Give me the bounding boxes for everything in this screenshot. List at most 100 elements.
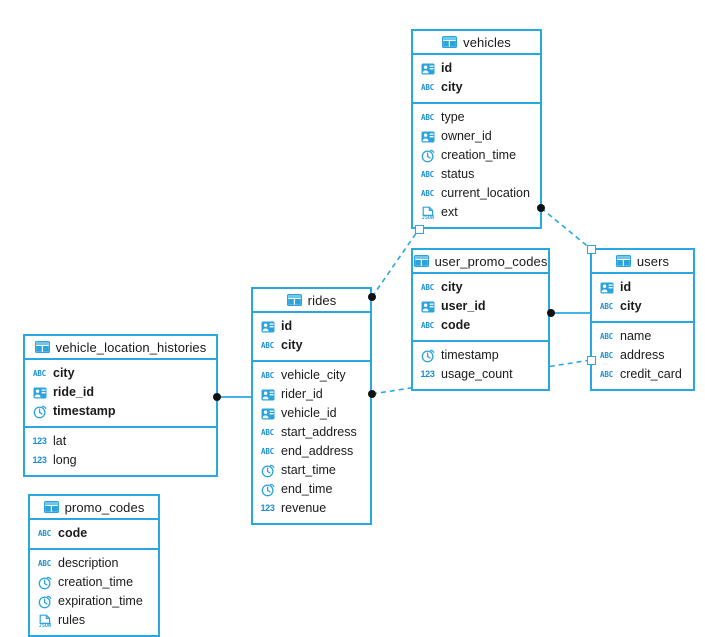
primary-key-card-icon — [260, 320, 275, 334]
abc-string-icon: ABC — [600, 331, 613, 341]
key-field-id[interactable]: id — [253, 317, 370, 336]
field-rules[interactable]: JSON rules — [30, 611, 158, 630]
key-field-ride_id[interactable]: ride_id — [25, 383, 216, 402]
key-field-id[interactable]: id — [592, 278, 693, 297]
abc-string-icon: ABC — [261, 427, 274, 437]
field-label: expiration_time — [58, 594, 143, 608]
primary-key-card-icon — [420, 130, 435, 144]
clock-timestamp-icon — [37, 595, 52, 609]
field-revenue[interactable]: 123 revenue — [253, 499, 370, 518]
table-grid-icon — [615, 254, 631, 268]
field-timestamp[interactable]: timestamp — [413, 346, 548, 365]
123-number-icon: 123 — [260, 503, 275, 513]
clock-timestamp-icon — [37, 576, 52, 590]
relationship-target-square-marker — [414, 224, 424, 234]
primary-key-card-icon — [260, 407, 275, 421]
abc-string-icon: ABC — [600, 301, 613, 311]
field-label: code — [58, 526, 88, 540]
field-label: city — [441, 280, 463, 294]
field-label: rules — [58, 613, 86, 627]
relationship-source-dot-marker — [537, 204, 545, 212]
relationship-source-dot-marker — [368, 293, 376, 301]
field-label: revenue — [281, 501, 327, 515]
key-field-city[interactable]: ABC city — [413, 278, 548, 297]
abc-string-icon: ABC — [38, 558, 51, 568]
table-grid-icon — [413, 254, 429, 268]
field-label: current_location — [441, 186, 530, 200]
svg-text:JSON: JSON — [421, 215, 433, 220]
field-creation_time[interactable]: creation_time — [413, 146, 540, 165]
primary-key-card-icon — [32, 386, 47, 400]
field-label: id — [441, 61, 453, 75]
table-grid-icon — [43, 500, 59, 514]
primary-key-card-icon — [420, 300, 435, 314]
field-name[interactable]: ABC name — [592, 327, 693, 346]
entity-title-promo_codes: promo_codes — [30, 496, 158, 520]
123-number-icon: 123 — [420, 369, 435, 379]
svg-text:JSON: JSON — [38, 623, 50, 628]
field-label: type — [441, 110, 465, 124]
key-field-city[interactable]: ABC city — [592, 297, 693, 316]
relationship-target-square-marker — [586, 244, 596, 254]
field-owner_id[interactable]: owner_id — [413, 127, 540, 146]
abc-string-icon: ABC — [261, 340, 274, 350]
field-label: address — [620, 348, 665, 362]
field-label: id — [620, 280, 632, 294]
field-rider_id[interactable]: rider_id — [253, 385, 370, 404]
key-field-id[interactable]: id — [413, 59, 540, 78]
field-label: city — [441, 80, 463, 94]
abc-string-icon: ABC — [421, 282, 434, 292]
field-start_time[interactable]: start_time — [253, 461, 370, 480]
field-label: city — [620, 299, 642, 313]
clock-timestamp-icon — [420, 349, 435, 363]
relationship-source-dot-marker — [547, 309, 555, 317]
field-label: vehicle_id — [281, 406, 337, 420]
field-expiration_time[interactable]: expiration_time — [30, 592, 158, 611]
field-label: credit_card — [620, 367, 682, 381]
key-field-user_id[interactable]: user_id — [413, 297, 548, 316]
key-field-timestamp[interactable]: timestamp — [25, 402, 216, 421]
field-vehicle_id[interactable]: vehicle_id — [253, 404, 370, 423]
field-label: creation_time — [58, 575, 134, 589]
field-creation_time[interactable]: creation_time — [30, 573, 158, 592]
field-label: name — [620, 329, 652, 343]
field-end_time[interactable]: end_time — [253, 480, 370, 499]
json-document-icon: JSON — [420, 206, 435, 220]
abc-string-icon: ABC — [261, 370, 274, 380]
entity-name-label: promo_codes — [64, 499, 145, 515]
entity-title-rides: rides — [253, 289, 370, 313]
primary-key-card-icon — [420, 62, 435, 76]
